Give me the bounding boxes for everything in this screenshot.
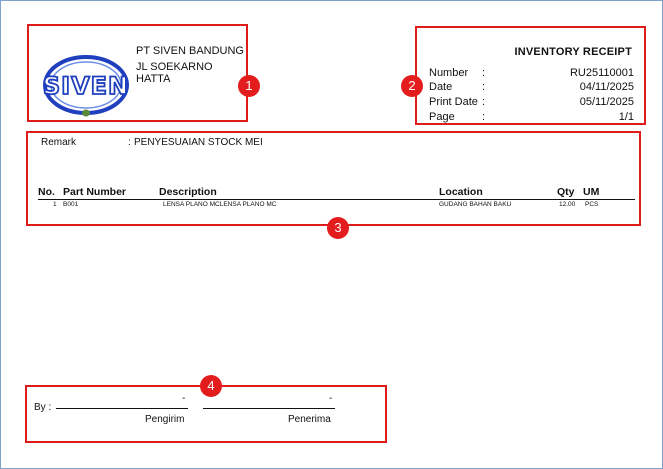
cell-no: 1 <box>53 201 57 208</box>
company-address: JL SOEKARNO HATTA <box>136 61 213 85</box>
info-colon: : <box>482 81 486 93</box>
sender-signature-line <box>56 408 188 409</box>
receiver-dash: - <box>329 393 333 404</box>
info-label: Page <box>429 111 455 123</box>
cell-location: GUDANG BAHAN BAKU <box>439 201 512 208</box>
annotation-badge-2: 2 <box>401 75 423 97</box>
receipt-title: INVENTORY RECEIPT <box>514 46 632 58</box>
col-header-part-number: Part Number <box>63 186 127 198</box>
remark-value: PENYESUAIAN STOCK MEI <box>134 137 263 148</box>
company-header-region: SIVEN PT SIVEN BANDUNG JL SOEKARNO HATTA <box>27 24 248 122</box>
header-rule <box>38 199 635 200</box>
info-row-page: Page : 1/1 <box>429 111 634 125</box>
sender-dash: - <box>182 393 186 404</box>
annotation-badge-1: 1 <box>238 75 260 97</box>
info-colon: : <box>482 67 486 79</box>
info-row-date: Date : 04/11/2025 <box>429 81 634 95</box>
info-row-print-date: Print Date : 05/11/2025 <box>429 96 634 110</box>
receiver-signature-line <box>203 408 335 409</box>
cell-description: LENSA PLANO MCLENSA PLANO MC <box>163 201 277 208</box>
receipt-info-region: INVENTORY RECEIPT Number : RU25110001 Da… <box>415 26 646 125</box>
info-label: Date <box>429 81 453 93</box>
siven-logo: SIVEN <box>42 55 129 117</box>
info-value: 04/11/2025 <box>579 81 634 93</box>
by-label: By : <box>34 402 52 413</box>
cell-um: PCS <box>585 201 599 208</box>
remark-colon: : <box>128 137 131 148</box>
info-value: 05/11/2025 <box>579 96 634 108</box>
col-header-description: Description <box>159 186 217 198</box>
info-colon: : <box>482 111 486 123</box>
sender-name: Pengirim <box>145 414 185 425</box>
col-header-qty: Qty <box>557 186 575 198</box>
remark-label: Remark <box>41 137 77 148</box>
info-colon: : <box>482 96 486 108</box>
info-value: 1/1 <box>618 111 634 123</box>
annotation-badge-4: 4 <box>200 375 222 397</box>
col-header-no: No. <box>38 186 55 198</box>
cell-part-number: B001 <box>63 201 79 208</box>
annotation-badge-3: 3 <box>327 217 349 239</box>
items-region: Remark : PENYESUAIAN STOCK MEI No. Part … <box>26 131 641 226</box>
receiver-name: Penerima <box>288 414 331 425</box>
info-row-number: Number : RU25110001 <box>429 67 634 81</box>
col-header-location: Location <box>439 186 483 198</box>
svg-text:SIVEN: SIVEN <box>43 72 129 100</box>
cell-qty: 12.00 <box>559 201 576 208</box>
info-label: Print Date <box>429 96 478 108</box>
info-value: RU25110001 <box>569 67 634 79</box>
info-label: Number <box>429 67 469 79</box>
col-header-um: UM <box>583 186 600 198</box>
company-name: PT SIVEN BANDUNG <box>136 45 244 57</box>
